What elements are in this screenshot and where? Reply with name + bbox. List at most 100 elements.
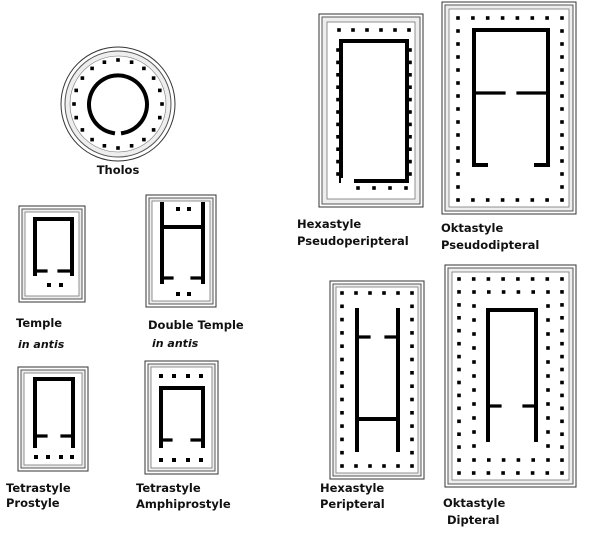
column-dot [382,464,386,468]
column-dot [142,66,146,71]
column-dot [74,88,78,93]
label-tholos: Tholos [97,163,140,177]
column-dot [472,458,476,462]
column-dot [515,198,520,202]
column-dot [340,371,344,375]
column-dot [340,304,344,309]
column-dot [396,464,400,468]
column-dot [472,430,476,434]
label-hexastyle-peripteral-1: Hexastyle [320,481,384,495]
engaged-columns [336,28,412,190]
cella-wall [33,377,75,448]
column-dot [456,94,460,98]
column-dot [340,291,344,295]
label-temple-in-antis-1: Temple [16,316,62,330]
column-dot [471,471,476,475]
column-dot [560,328,564,333]
column-dot [457,445,461,449]
column-dot [457,458,461,462]
column-dot [485,198,490,202]
column-dot [408,60,412,65]
column-dot [560,81,564,85]
column-dot [408,172,412,176]
column-dot [501,290,506,294]
column-dot [410,411,414,415]
column-dot [560,419,564,424]
column-dot [560,133,564,137]
cella-wall [355,308,400,452]
column-dot [486,277,491,281]
column-dot [340,317,344,322]
column-dot [560,185,564,189]
column-dot [457,341,461,346]
column-dot [472,402,476,406]
column-dot [472,444,476,448]
column-dot [530,471,535,475]
column-dot [340,424,344,428]
column-dot [351,28,355,32]
column-dot [456,68,460,72]
column-dot [560,107,564,111]
label-double-temple-italic: in antis [152,337,199,350]
column-dot [530,16,535,20]
column-dot [382,291,386,295]
column-dot [340,331,344,335]
column-dot [560,406,564,411]
column-dot [410,357,414,362]
column-dot [560,380,564,385]
column-dot [546,374,550,378]
oktastyle-dipteral-plan [444,264,577,488]
column-dot [408,48,412,52]
column-dot [410,371,414,375]
label-oktastyle-dipteral-2: Dipteral [447,513,499,527]
tholos-cella-wall [87,73,149,136]
cella-wall [472,28,550,167]
column-dot [158,115,162,120]
column-dot [472,416,476,420]
column-dot [456,107,460,111]
column-dot [546,416,550,420]
column-dot [408,159,412,164]
cella-wall [160,202,205,284]
column-dot [456,146,460,150]
column-dot [74,115,78,120]
column-dot [102,144,107,148]
column-dot [410,291,414,295]
column-dot [336,48,340,52]
column-dot [485,16,490,20]
column-dot [515,16,520,20]
column-dot [560,432,564,436]
column-dot [410,384,414,388]
column-dot [560,16,564,20]
column-dot [408,97,412,102]
column-dot [516,471,520,475]
column-dot [410,464,414,468]
temple-in-antis-plan [18,205,86,303]
column-dot [457,380,461,385]
column-dot [404,186,408,190]
column-dot [530,277,535,281]
column-dot [516,277,520,281]
column-dot [340,357,344,362]
column-dot [546,444,550,448]
column-dot [560,458,564,462]
column-dot [151,76,156,80]
column-dot [410,344,414,348]
column-dot [410,450,414,455]
column-dot [457,277,461,281]
column-dot [457,419,461,424]
column-dot [530,198,535,202]
column-dot [340,437,344,442]
label-hexastyle-pseudoperipteral-1: Hexastyle [297,217,361,231]
column-dot [560,94,564,98]
column-dot [560,303,564,307]
column-dot [501,471,505,475]
column-dot [129,60,134,64]
column-dot [487,458,491,462]
column-dot [456,185,460,189]
column-dot [560,172,564,176]
column-dot [410,331,414,335]
column-dot [337,28,341,32]
cella-wall [486,308,538,442]
